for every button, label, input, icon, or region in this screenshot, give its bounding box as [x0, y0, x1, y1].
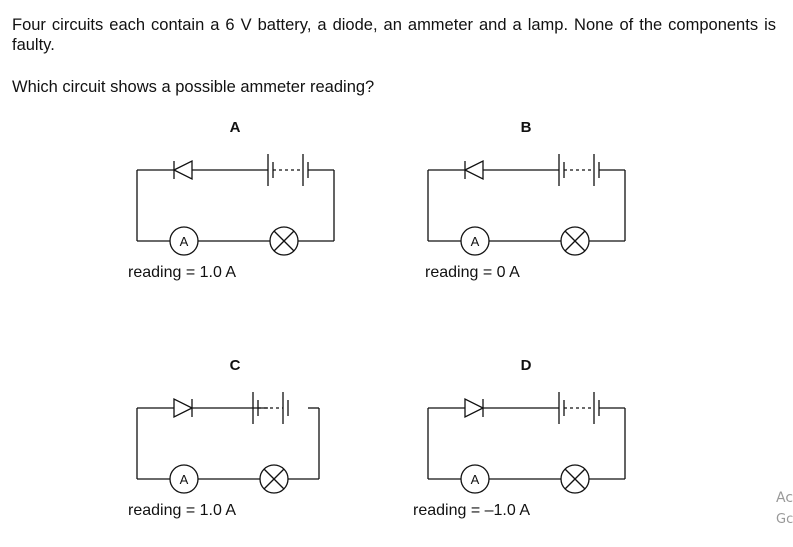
- circuit-b: B A: [401, 112, 661, 292]
- circuit-d-diagram: D A: [427, 357, 626, 494]
- diode-symbol: [172, 159, 193, 181]
- question-prompt: Which circuit shows a possible ammeter r…: [12, 78, 375, 96]
- circuit-c: C A: [110, 350, 370, 530]
- diode-symbol: [173, 397, 194, 419]
- reading-label: reading = 0 A: [425, 264, 520, 281]
- circuit-c-diagram: C A: [136, 357, 320, 494]
- circuit-a: A: [110, 112, 370, 292]
- reading-label: reading = 1.0 A: [128, 502, 237, 519]
- ammeter-label: A: [471, 234, 480, 249]
- reading-label: reading = –1.0 A: [413, 502, 530, 519]
- circuit-letter: C: [230, 357, 241, 374]
- circuit-b-diagram: B A: [427, 119, 626, 256]
- circuit-letter: D: [521, 357, 532, 374]
- circuit-letter: B: [521, 119, 532, 136]
- circuit-letter: A: [230, 119, 241, 136]
- diode-symbol: [463, 159, 484, 181]
- diode-symbol: [464, 397, 485, 419]
- circuit-d: D A: [401, 350, 661, 530]
- question-stem: Four circuits each contain a 6 V battery…: [12, 16, 776, 54]
- watermark-line-2: Gc: [776, 512, 793, 527]
- ammeter-label: A: [180, 472, 189, 487]
- circuit-a-diagram: A: [136, 119, 335, 256]
- reading-label: reading = 1.0 A: [128, 264, 237, 281]
- watermark-line-1: Ac: [776, 490, 793, 506]
- ammeter-label: A: [471, 472, 480, 487]
- ammeter-label: A: [180, 234, 189, 249]
